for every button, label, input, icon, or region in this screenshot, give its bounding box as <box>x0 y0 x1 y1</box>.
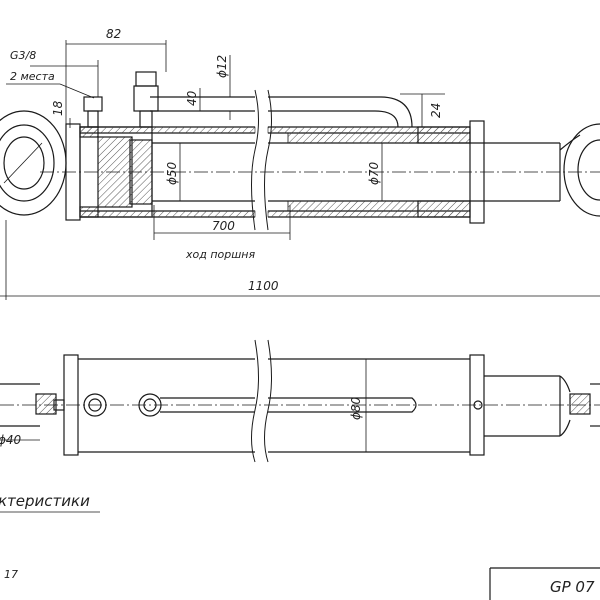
dim-phi50: ϕ50 <box>165 161 179 185</box>
title-block-frame <box>489 567 600 600</box>
front-gland <box>287 120 485 224</box>
dim-phi12: ϕ12 <box>215 55 229 78</box>
port-fitting-left <box>83 96 103 128</box>
dim-24: 24 <box>429 103 443 118</box>
corner-number-partial: 17 <box>4 568 18 581</box>
thread-label: G3/8 <box>10 49 36 62</box>
port-fitting-right <box>133 71 159 128</box>
dim-phi80: ϕ80 <box>349 396 363 420</box>
dimension-lines-top <box>0 40 600 300</box>
right-eye-mount <box>559 123 600 217</box>
bottom-left-clevis <box>0 383 65 427</box>
dim-18: 18 <box>51 100 65 116</box>
specs-title-partial: ктеристики <box>0 492 90 510</box>
dim-82: 82 <box>106 27 121 41</box>
document-code-partial: GP 07 <box>550 578 595 596</box>
dim-1100: 1100 <box>248 279 279 293</box>
hydraulic-pipe <box>150 96 413 128</box>
dim-phi40-partial: ϕ40 <box>0 433 22 447</box>
stroke-label: ход поршня <box>185 248 256 261</box>
dim-700: 700 <box>212 219 235 233</box>
dim-phi70: ϕ70 <box>367 161 381 185</box>
bottom-right-clevis <box>569 383 600 427</box>
dimension-lines-bottom <box>0 359 367 513</box>
break-lines <box>251 89 272 463</box>
dim-40: 40 <box>185 90 199 106</box>
left-eye-mount <box>0 110 67 216</box>
ports-count-label: 2 места <box>10 70 55 83</box>
